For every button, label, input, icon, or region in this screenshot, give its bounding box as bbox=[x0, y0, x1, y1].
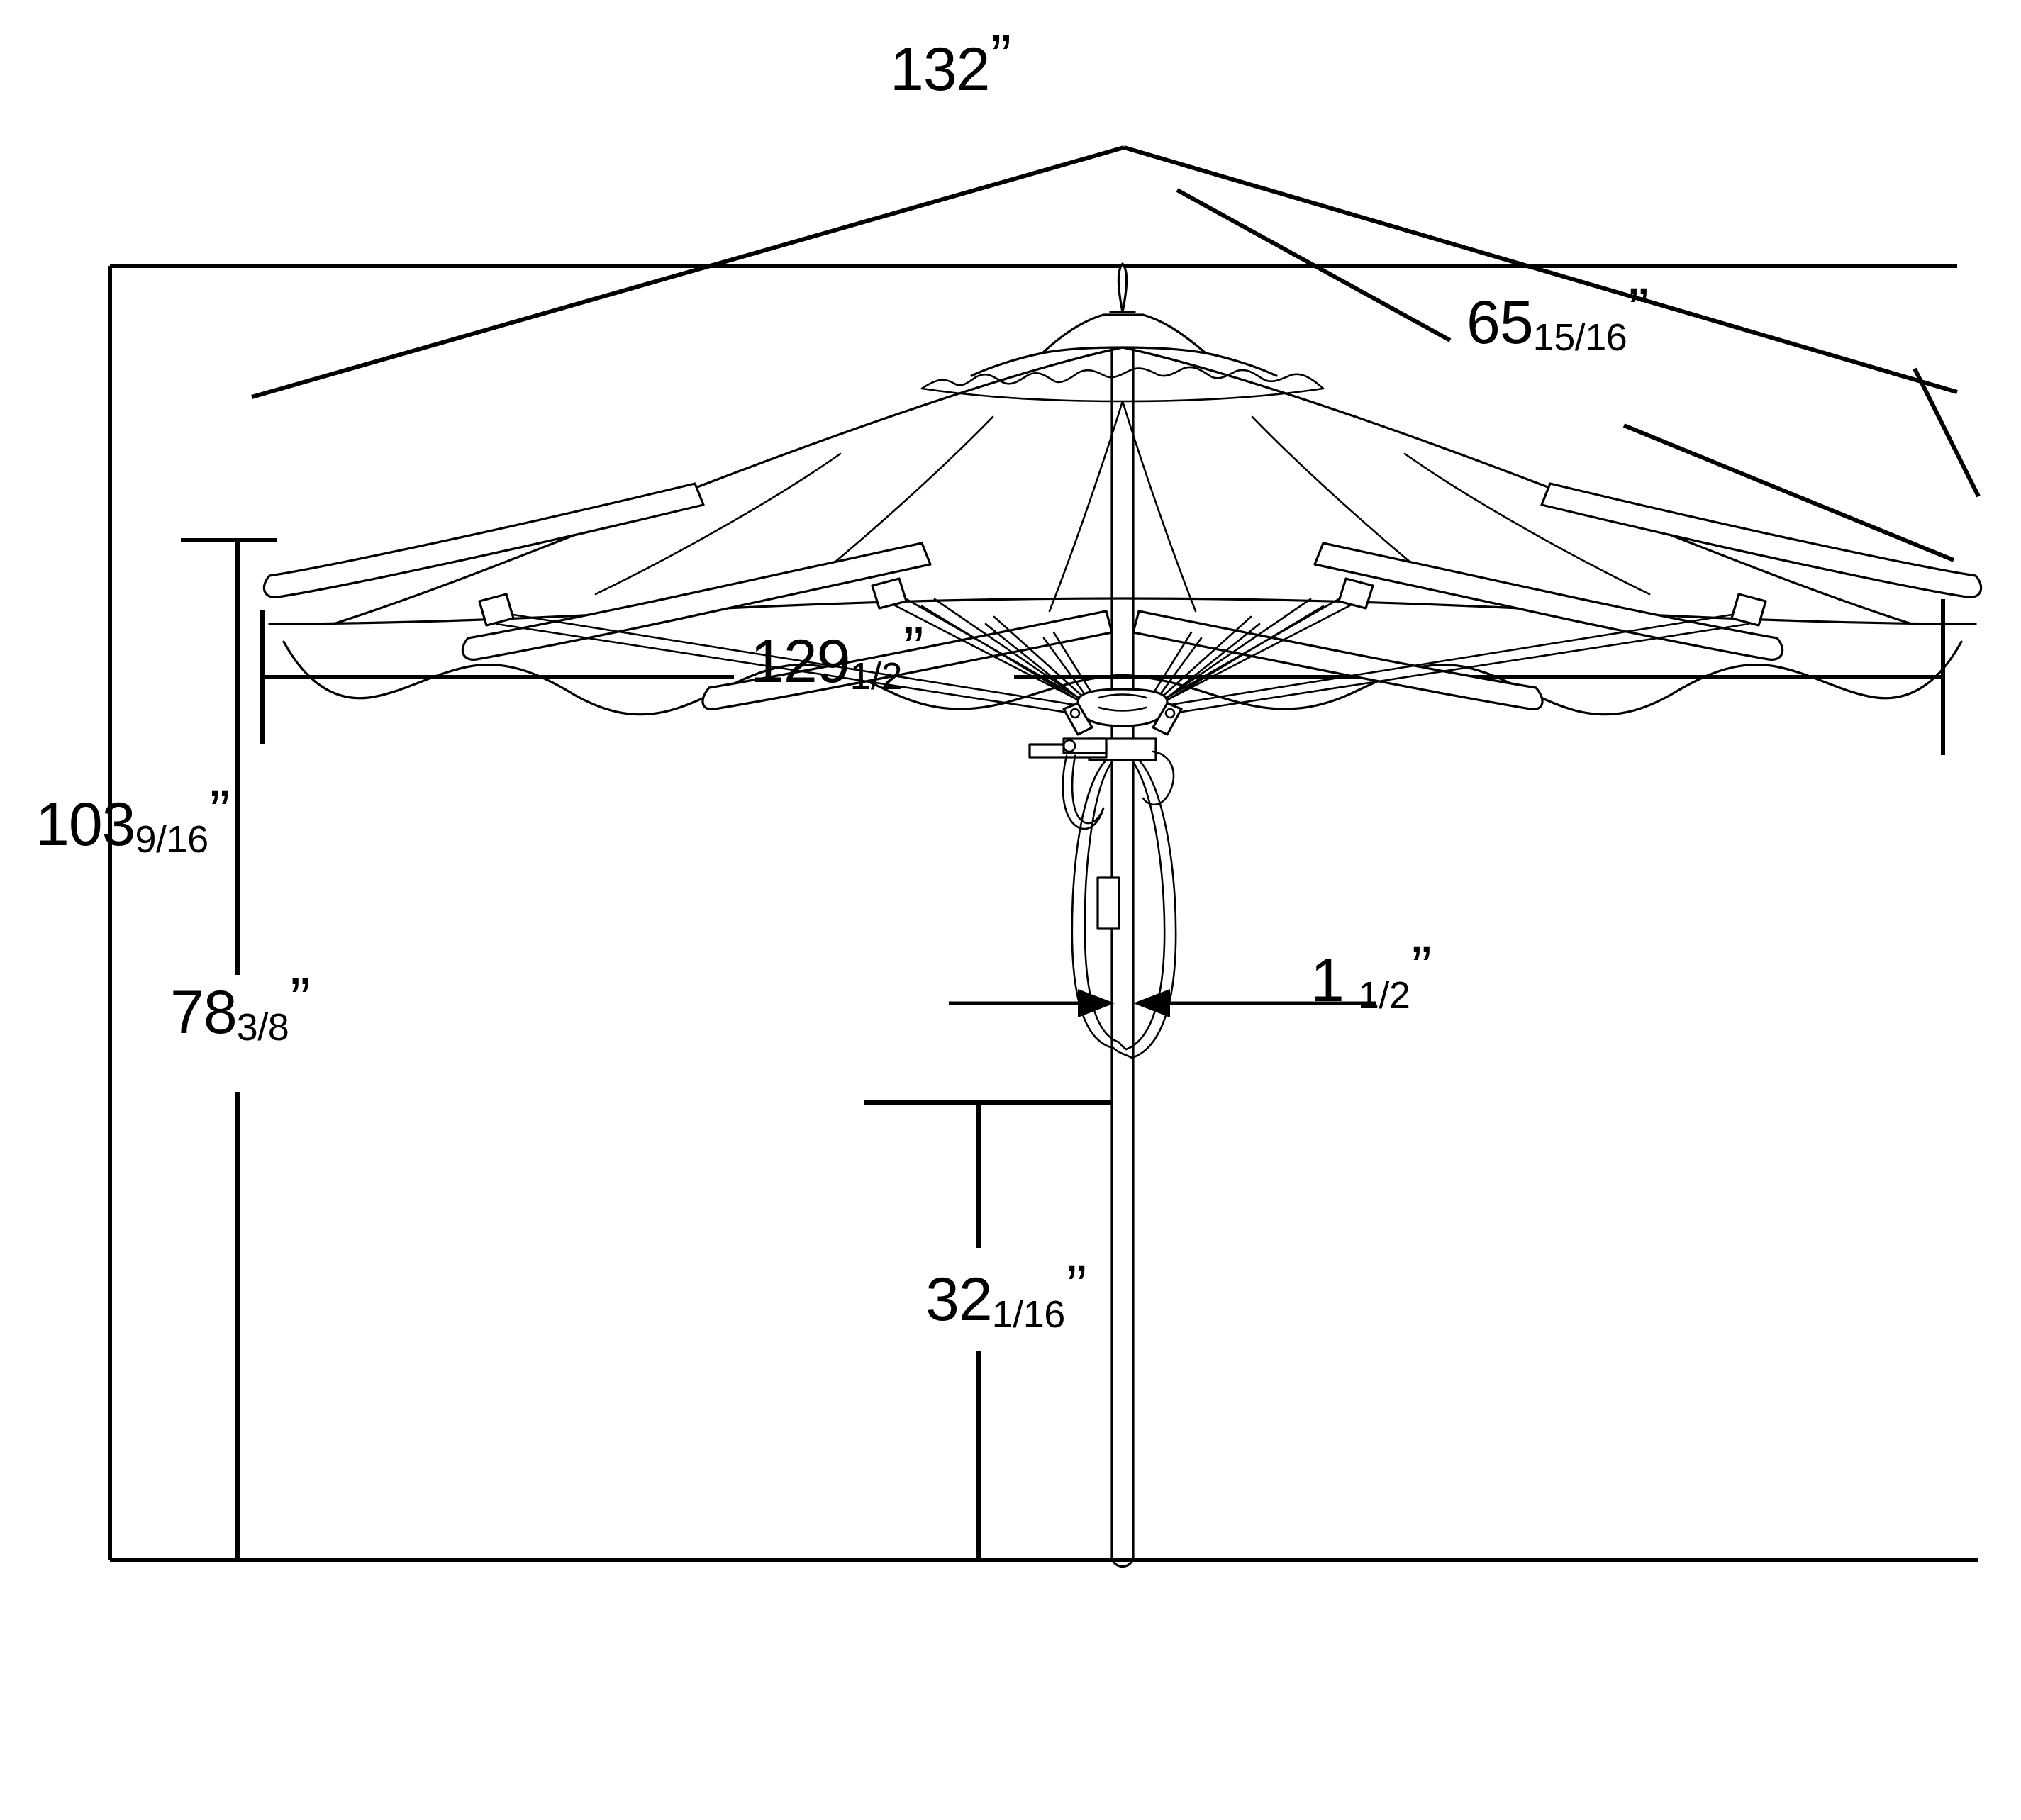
dimension-lines-group bbox=[108, 145, 1981, 1562]
dim-32-116-extension bbox=[864, 1100, 1113, 1560]
dimension-label-lower-pole-length: 321/16” bbox=[925, 1253, 1087, 1336]
dimension-label-canopy-diameter: 1291/2” bbox=[750, 615, 924, 698]
dim-103-916-extension bbox=[108, 266, 1978, 1562]
umbrella-assembly bbox=[262, 262, 1983, 1568]
dim-132-leader bbox=[108, 145, 1958, 1560]
center-pole bbox=[1110, 346, 1135, 1568]
umbrella-struts bbox=[481, 587, 1764, 725]
canopy-surface bbox=[332, 346, 1913, 625]
dim-1-12-arrows bbox=[949, 989, 1376, 1017]
dim-65-1516-leader bbox=[1176, 188, 1981, 562]
canopy-valance bbox=[268, 597, 1977, 716]
dimension-label-canopy-width: 132” bbox=[890, 23, 1012, 104]
dimension-label-overall-height: 1039/16” bbox=[35, 778, 230, 861]
pulley-cord-assembly bbox=[1028, 737, 1177, 1059]
dimension-label-canopy-edge-height: 783/8” bbox=[170, 966, 311, 1049]
strut-collars bbox=[478, 577, 1767, 627]
finial-part bbox=[1109, 262, 1136, 313]
canopy-crown bbox=[970, 313, 1278, 377]
dimension-label-canopy-slant: 6515/16” bbox=[1466, 276, 1649, 359]
dim-78-38-extension bbox=[181, 538, 277, 1560]
umbrella-ribs bbox=[262, 482, 1983, 710]
